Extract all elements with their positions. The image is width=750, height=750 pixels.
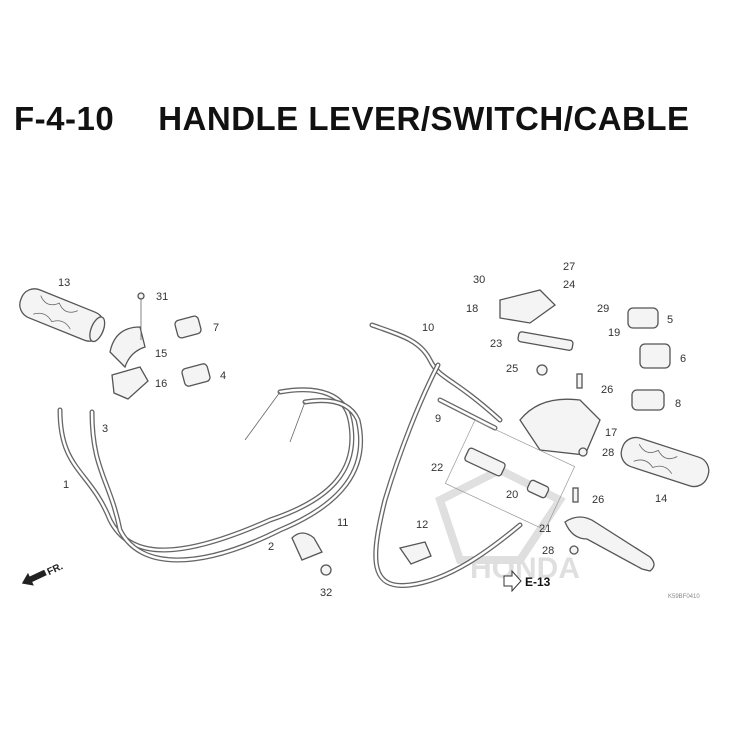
- throttle-cables: [57, 387, 364, 563]
- callout: 14: [655, 493, 667, 505]
- arrow-left-icon: [21, 569, 47, 586]
- callout: 26: [592, 494, 604, 506]
- callout: 23: [490, 338, 502, 350]
- switch-6: [639, 343, 671, 369]
- front-label: FR.: [46, 561, 65, 578]
- switch-5: [627, 307, 659, 329]
- bolt-26: [572, 487, 579, 503]
- callout: 18: [466, 303, 478, 315]
- switch-4: [181, 363, 211, 387]
- callout: 26: [601, 384, 613, 396]
- callout: 11: [337, 517, 348, 529]
- callout: 16: [155, 378, 167, 390]
- reference-label: E-13: [525, 575, 551, 589]
- callout: 1: [63, 479, 69, 491]
- callouts: 13 31 7 15 16 4 3 1 2 32 11 10 9 12 30 2…: [58, 261, 686, 599]
- reference-e13[interactable]: E-13: [503, 569, 551, 593]
- callout: 7: [213, 322, 219, 334]
- callout: 9: [435, 413, 441, 425]
- callout: 29: [597, 303, 609, 315]
- screw-head-31: [137, 292, 145, 300]
- diagram-title: HANDLE LEVER/SWITCH/CABLE: [158, 100, 690, 137]
- callout: 25: [506, 363, 518, 375]
- callout: 4: [220, 370, 226, 382]
- callout: 21: [539, 523, 551, 535]
- throttle-housing-lower: [111, 366, 149, 400]
- subassembly-box: [444, 419, 576, 531]
- front-brake-lever: [564, 516, 655, 572]
- callout: 2: [268, 541, 274, 553]
- bolt-26b: [576, 373, 583, 389]
- footer-code: K59BF0410: [668, 594, 700, 600]
- callout: 19: [608, 327, 620, 339]
- bracket-12: [398, 541, 432, 565]
- part-20: [526, 479, 550, 499]
- throttle-housing-upper: [109, 326, 146, 369]
- callout: 12: [416, 519, 428, 531]
- callout: 24: [563, 279, 575, 291]
- switch-7: [174, 315, 202, 339]
- callout: 32: [320, 587, 332, 599]
- right-grip: [620, 436, 710, 488]
- clamp-2: [291, 532, 323, 561]
- bolt-32: [320, 564, 332, 576]
- brake-master-cylinder: [519, 398, 601, 456]
- callout: 20: [506, 489, 518, 501]
- callout: 3: [102, 423, 108, 435]
- switch-22: [464, 447, 506, 477]
- callout: 30: [473, 274, 485, 286]
- spring-25: [536, 364, 548, 376]
- nut-28: [578, 447, 588, 457]
- left-grip: [19, 288, 106, 343]
- front-direction: FR.: [21, 561, 65, 586]
- reservoir-cover: [499, 289, 557, 324]
- callout: 6: [680, 353, 686, 365]
- callout: 28: [542, 545, 554, 557]
- switch-8: [631, 389, 665, 411]
- honda-watermark: HONDA: [435, 465, 580, 585]
- callout: 22: [431, 462, 443, 474]
- callout: 31: [156, 291, 168, 303]
- page-title: F-4-10 HANDLE LEVER/SWITCH/CABLE: [14, 100, 690, 138]
- bracket-23: [517, 331, 574, 351]
- callout: 27: [563, 261, 575, 273]
- callout: 8: [675, 398, 681, 410]
- cables-right: [369, 322, 523, 589]
- callout: 17: [605, 427, 617, 439]
- callout: 10: [422, 322, 434, 334]
- nut-28b: [569, 545, 579, 555]
- callout: 15: [155, 348, 167, 360]
- callout: 13: [58, 277, 70, 289]
- watermark-text: HONDA: [470, 552, 580, 585]
- arrow-outline-icon: [503, 569, 522, 593]
- callout: 28: [602, 447, 614, 459]
- callout: 5: [667, 314, 673, 326]
- diagram-code: F-4-10: [14, 100, 115, 137]
